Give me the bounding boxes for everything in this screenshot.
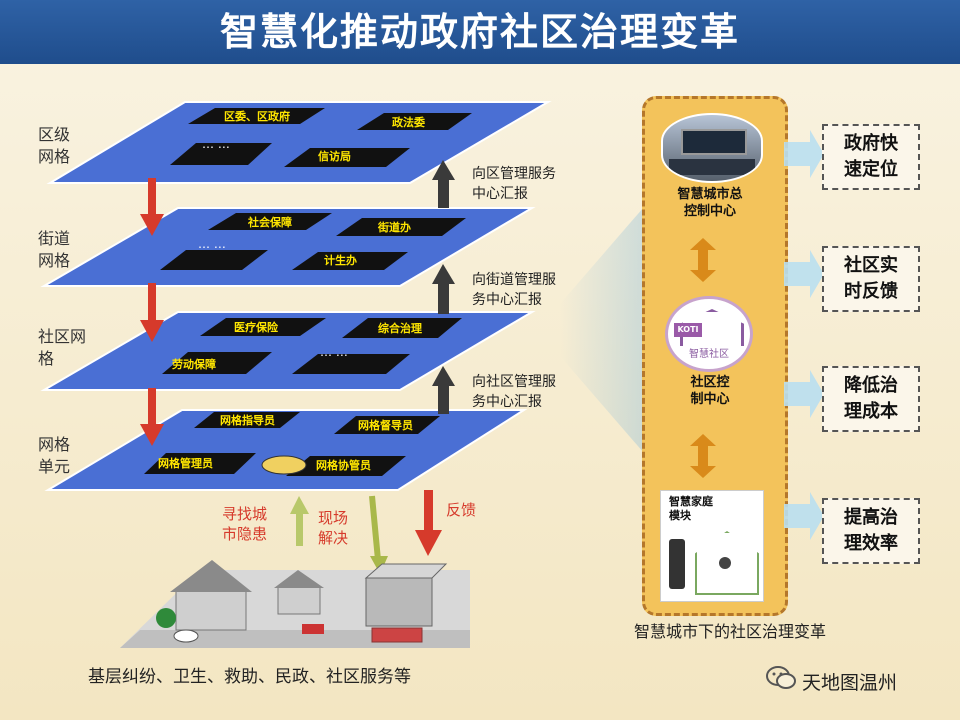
report-label-street: 向街道管理服 务中心汇报 [472,270,556,310]
plane-community: 医疗保险 综合治理 劳动保障 … … [44,312,532,390]
command-center-label: 智慧城市总 控制中心 [660,186,760,220]
plane-item-label: 政法委 [392,115,426,129]
plane-item-label: 网格协管员 [316,458,371,472]
outcome-box: 提高治 理效率 [822,498,920,564]
page-title: 智慧化推动政府社区治理变革 [0,0,960,64]
plane-item-label: … … [198,237,226,251]
plane-item-label: 网格指导员 [220,413,275,427]
downward-arrows [140,178,164,446]
plane-item-label: 信访局 [318,149,351,163]
center-caption: 智慧城市下的社区治理变革 [634,618,826,642]
plane-item-label: 综合治理 [378,321,422,335]
logo-abbr-text: KOTI [674,323,702,337]
bottom-caption: 基层纠纷、卫生、救助、民政、社区服务等 [88,662,411,687]
outcome-box: 社区实 时反馈 [822,246,920,312]
plane-item-label: … … [320,345,348,359]
outcome-text: 提高治 理效率 [844,505,898,557]
report-label-community: 向社区管理服 务中心汇报 [472,372,556,412]
community-scene [120,560,470,648]
upward-arrows [432,160,455,414]
outcome-box: 政府快 速定位 [822,124,920,190]
plane-street: 社会保障 街道办 计生办 … … [44,208,532,286]
plane-item-label: 网格管理员 [158,456,213,470]
plane-item-label: 劳动保障 [172,357,216,371]
plane-item-label: 计生办 [324,253,357,267]
plane-grid-unit: 网格指导员 网格督导员 网格管理员 网格协管员 [48,410,524,490]
plane-item-label: 网格督导员 [358,418,413,432]
level-label-community: 社区网 格 [38,326,86,370]
level-label-street: 街道 网格 [38,228,70,272]
outcome-arrows [784,120,824,580]
swap-arrow-icon [690,238,716,282]
plane-item-label: … … [202,137,230,151]
action-feedback: 反馈 [446,500,476,520]
report-label-district: 向区管理服务 中心汇报 [472,164,556,204]
action-arrows [290,490,442,574]
logo-text: 智慧社区 [668,345,750,360]
home-module-label: 智慧家庭 模块 [669,495,713,523]
hub-icon [719,557,731,569]
level-label-district: 区级 网格 [38,124,70,168]
outcome-text: 政府快 速定位 [844,131,898,183]
swap-arrow-icon [690,434,716,478]
level-label-grid-unit: 网格 单元 [38,434,70,478]
watermark-text: 天地图温州 [802,668,897,695]
action-find-hazards: 寻找城 市隐患 [222,504,267,544]
community-logo: KOTI 智慧社区 [665,296,753,372]
plane-item-label: 街道办 [377,220,411,234]
plane-item-label: 社会保障 [247,215,292,229]
outcome-box: 降低治 理成本 [822,366,920,432]
plane-item-label: 区委、区政府 [224,109,290,123]
home-module-card: 智慧家庭 模块 [660,490,764,602]
wechat-icon [766,664,796,692]
outcome-text: 社区实 时反馈 [844,253,898,305]
action-onsite: 现场 解决 [318,508,348,548]
command-center-photo [661,113,763,183]
plane-item-label: 医疗保险 [234,320,279,334]
phone-icon [669,539,685,589]
community-control-label: 社区控 制中心 [660,374,760,408]
outcome-text: 降低治 理成本 [844,373,898,425]
